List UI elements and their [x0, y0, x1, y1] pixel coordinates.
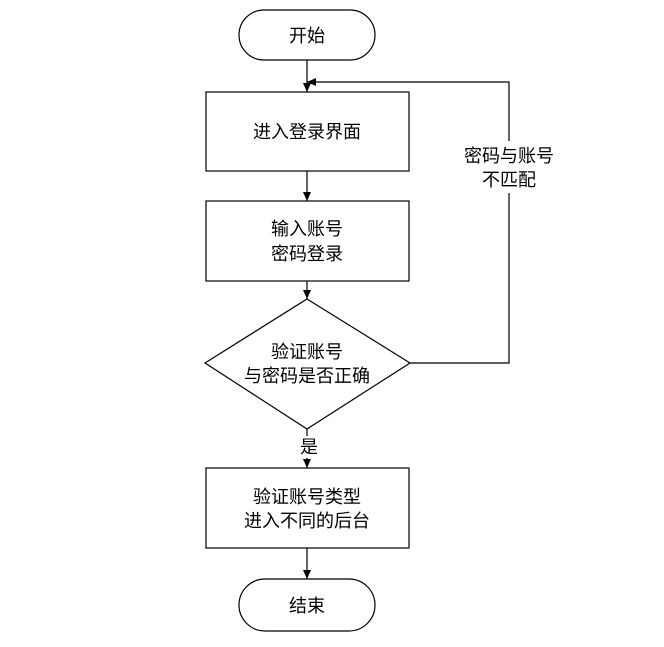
verify-decision-diamond — [203, 298, 412, 430]
login-page-box — [205, 91, 410, 172]
input-credentials-line2: 密码登录 — [271, 244, 343, 265]
input-credentials-box — [205, 200, 410, 282]
verify-decision-line1: 验证账号 — [271, 342, 343, 363]
start-label: 开始 — [289, 26, 325, 47]
end-label: 结束 — [289, 596, 325, 617]
backend-line2: 进入不同的后台 — [244, 511, 370, 532]
input-credentials-line1: 输入账号 — [271, 219, 343, 240]
no-branch-label-bg — [455, 141, 565, 193]
end-terminator — [238, 578, 376, 632]
backend-line1: 验证账号类型 — [253, 487, 361, 508]
yes-label: 是 — [300, 437, 318, 458]
no-branch-label-line2: 不匹配 — [482, 170, 536, 191]
backend-box — [205, 467, 410, 549]
verify-decision-line2: 与密码是否正确 — [244, 366, 370, 387]
login-page-label: 进入登录界面 — [253, 122, 361, 143]
no-branch-label-line1: 密码与账号 — [464, 146, 554, 167]
no-branch-loop-line — [307, 78, 510, 364]
yes-label-bg — [297, 436, 319, 458]
